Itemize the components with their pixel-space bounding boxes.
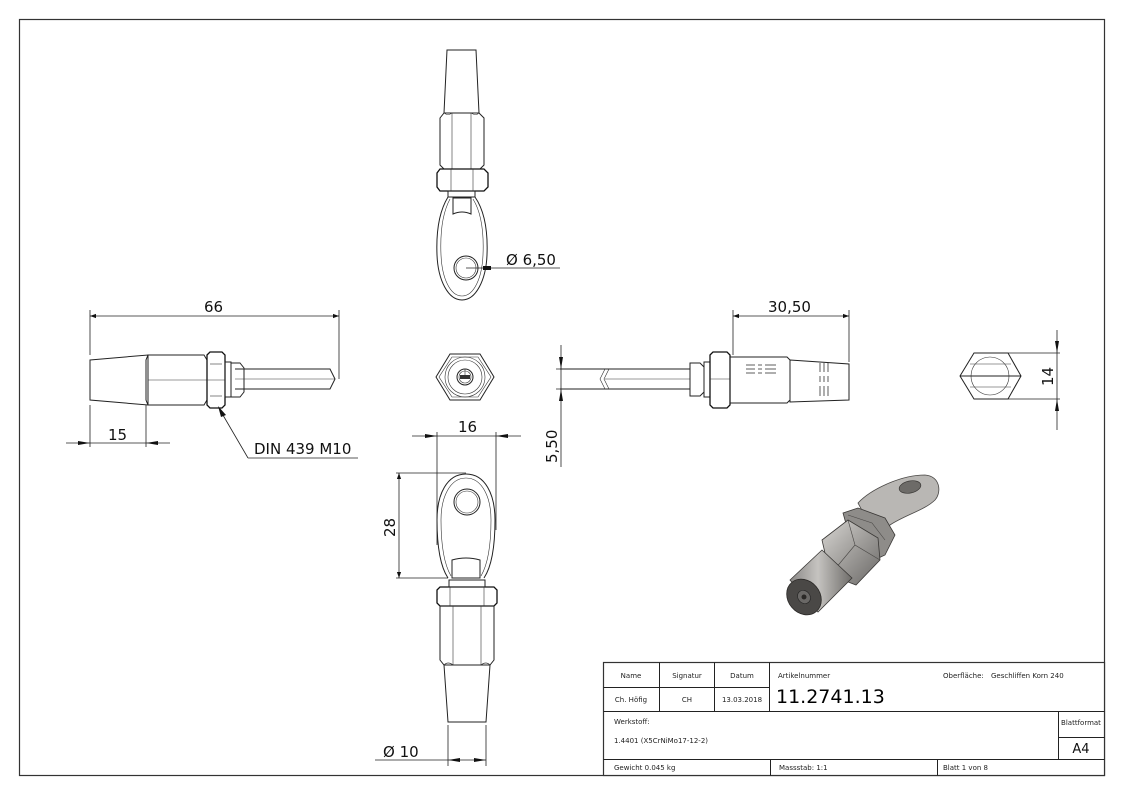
end-view [435, 353, 495, 401]
front-view: 66 15 DIN 439 M10 [66, 298, 358, 459]
overall-length-label: 66 [204, 298, 223, 316]
eye-hole-diameter-label: Ø 6,50 [506, 251, 556, 269]
werkstoff-value: 1.4401 (X5CrNiMo17-12-2) [614, 737, 708, 745]
header-name: Name [621, 672, 642, 680]
shank-thickness-label: 5,50 [543, 430, 561, 463]
nut-callout-label: DIN 439 M10 [254, 440, 351, 458]
artikelnummer-value: 11.2741.13 [776, 686, 885, 708]
value-datum: 13.03.2018 [722, 696, 762, 704]
gewicht-value: Gewicht 0.045 kg [614, 764, 675, 772]
eye-length-label: 28 [381, 518, 399, 537]
top-view: Ø 6,50 [436, 49, 560, 301]
title-block [602, 661, 1106, 777]
bottom-view: 16 28 Ø 10 [375, 418, 521, 766]
eye-width-label: 16 [458, 418, 477, 436]
header-datum: Datum [730, 672, 754, 680]
end-diameter-label: Ø 10 [383, 743, 419, 761]
value-name: Ch. Höfig [615, 696, 647, 704]
hex-across-flats-label: 14 [1039, 367, 1057, 386]
werkstoff-label: Werkstoff: [614, 718, 650, 726]
artikelnummer-label: Artikelnummer [778, 672, 830, 680]
massstab-value: Massstab: 1:1 [779, 764, 828, 772]
blatt-value: Blatt 1 von 8 [943, 764, 988, 772]
header-signatur: Signatur [672, 672, 702, 680]
value-signatur: CH [682, 696, 692, 704]
right-view: 14 [959, 330, 1060, 430]
blattformat-value: A4 [1072, 742, 1089, 757]
title-block-text: Name Signatur Datum Ch. Höfig CH 13.03.2… [614, 672, 1101, 772]
oberflaeche-value: Geschliffen Korn 240 [991, 672, 1064, 680]
drawing-frame [18, 18, 1106, 777]
isometric-render [786, 474, 940, 616]
blattformat-label: Blattformat [1061, 719, 1101, 727]
taper-length-label: 15 [108, 426, 127, 444]
sleeve-length-label: 30,50 [768, 298, 811, 316]
oberflaeche-label: Oberfläche: [943, 672, 984, 680]
side-view: 30,50 5,50 [543, 298, 850, 467]
